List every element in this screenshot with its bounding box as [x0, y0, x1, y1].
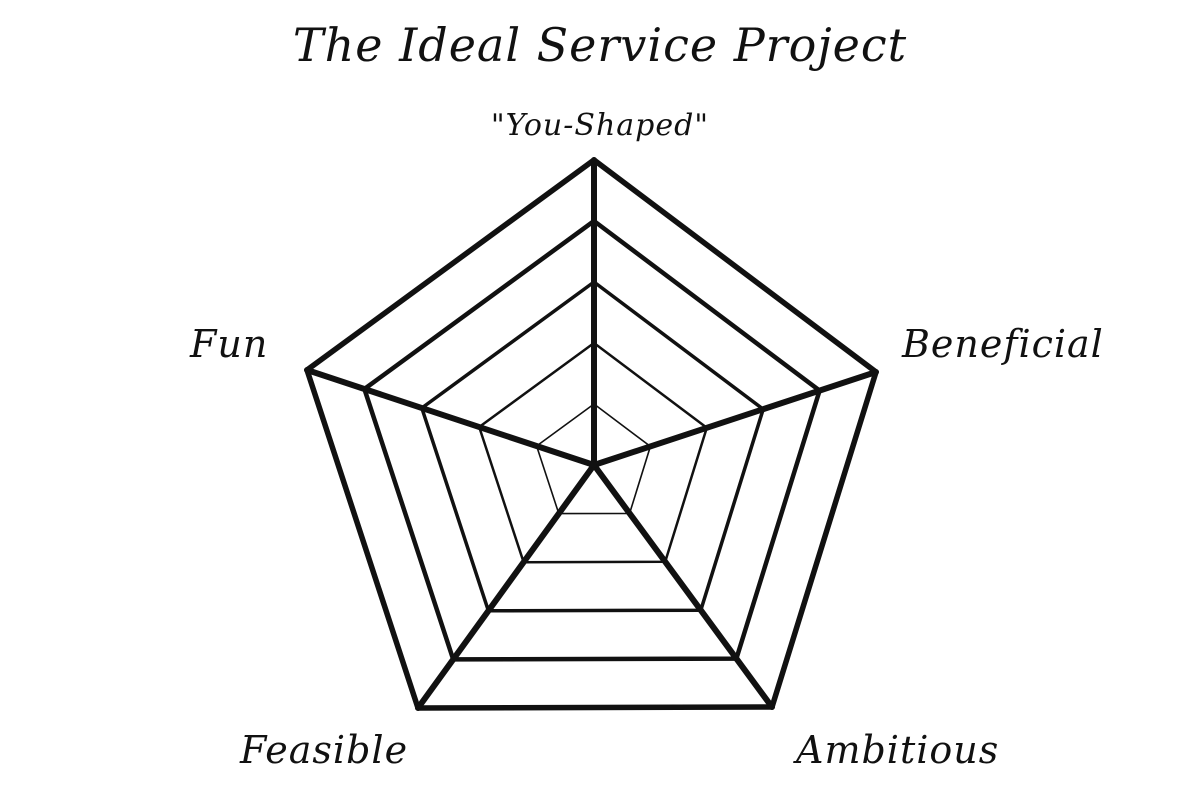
axis-label-beneficial: Beneficial: [902, 322, 1104, 366]
ring-3: [420, 280, 765, 613]
axis-spoke-3: [591, 462, 775, 710]
ring-2: [362, 218, 822, 662]
axis-spoke-5: [304, 367, 597, 468]
axis-spoke-4: [415, 462, 597, 711]
diagram-title: The Ideal Service Project: [292, 18, 908, 72]
axis-label-fun: Fun: [190, 322, 269, 366]
radar-axes-spokes: [304, 157, 879, 711]
concentric-pentagon-rings: [304, 157, 879, 711]
axis-label-feasible: Feasible: [240, 728, 409, 772]
axis-label-you-shaped: "You-Shaped": [490, 108, 710, 143]
ring-5: [535, 403, 652, 515]
axis-spoke-2: [591, 369, 879, 468]
axis-label-ambitious: Ambitious: [796, 728, 1000, 772]
ring-4: [477, 341, 709, 564]
ring-1: [304, 157, 879, 711]
